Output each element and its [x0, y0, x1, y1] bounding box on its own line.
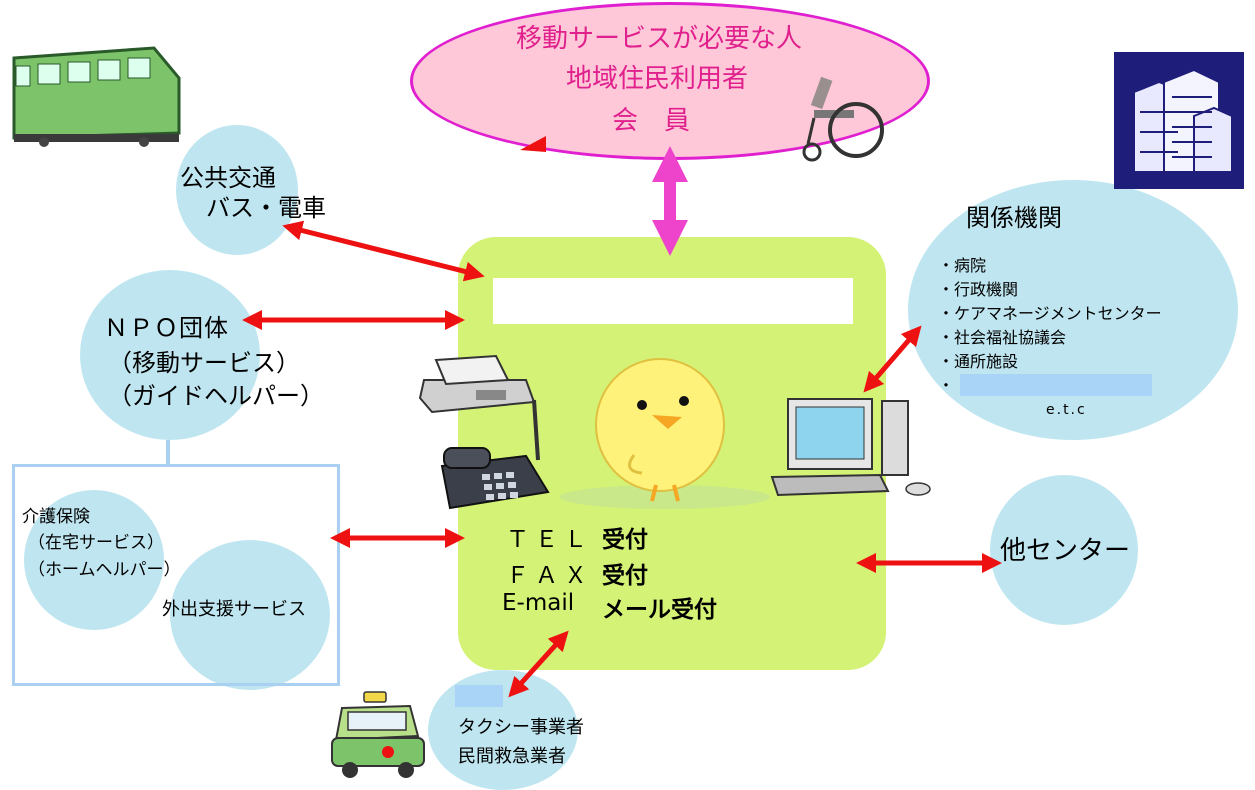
care-line-2: （在宅サービス） [28, 533, 164, 553]
arrow-related [863, 325, 922, 393]
fax-text: 受付 [602, 563, 648, 589]
related-etc: e.t.c [1046, 402, 1087, 418]
related-item-5: ・通所施設 [938, 352, 1019, 371]
taxi-highlight [455, 685, 503, 707]
train-icon [12, 46, 181, 147]
related-item-4: ・社会福祉協議会 [938, 328, 1067, 347]
care-line-1: 介護保険 [22, 507, 90, 527]
taxi-icon [331, 691, 425, 778]
email-text: メール受付 [602, 597, 717, 623]
tel-label: ＴＥＬ [506, 527, 593, 553]
tel-text: 受付 [602, 527, 648, 553]
members-line-2: 地域住民利用者 [566, 64, 749, 94]
taxi-line-1: タクシー事業者 [458, 717, 584, 738]
care-circle-b [170, 540, 330, 690]
care-line-4: 外出支援サービス [162, 599, 306, 620]
other-center-text: 他センター [1000, 536, 1131, 566]
fax-machine-icon [418, 354, 536, 414]
arrow-transport [282, 220, 485, 282]
members-ellipse [410, 2, 930, 160]
email-label: E-mail [502, 590, 575, 616]
npo-circle [80, 270, 260, 440]
chick-mascot-icon [560, 358, 770, 509]
center-title-area [493, 278, 853, 324]
arrow-taxi [508, 630, 569, 698]
related-item-3: ・ケアマネージメントセンター [938, 304, 1162, 323]
members-line-3: 会 員 [612, 106, 691, 136]
related-agencies-circle [908, 180, 1238, 440]
npo-line-1: ＮＰＯ団体 [104, 314, 229, 342]
care-line-3: （ホームヘルパー） [28, 560, 181, 580]
related-title: 関係機関 [966, 204, 1062, 232]
fax-label: ＦＡＸ [506, 563, 593, 589]
members-line-1: 移動サービスが必要な人 [516, 24, 803, 54]
building-icon [1114, 52, 1244, 189]
other-center-circle [990, 475, 1138, 625]
taxi-line-2: 民間救急業者 [458, 746, 566, 767]
related-item-6: ・ [938, 376, 955, 395]
related-highlight [960, 374, 1152, 396]
npo-line-3: （ガイドヘルパー） [108, 382, 324, 410]
computer-icon [770, 398, 931, 497]
related-item-1: ・病院 [938, 256, 987, 275]
care-circle-a [24, 490, 164, 630]
public-transport-circle [176, 125, 298, 255]
ellipse-red-mark [520, 136, 546, 152]
care-services-frame [12, 464, 340, 686]
public-transport-line-1: 公共交通 [180, 164, 276, 192]
wheelchair-icon [802, 76, 884, 162]
npo-line-2: （移動サービス） [108, 349, 300, 377]
telephone-icon [440, 399, 550, 510]
related-item-2: ・行政機関 [938, 280, 1019, 299]
public-transport-line-2: バス・電車 [206, 194, 326, 222]
